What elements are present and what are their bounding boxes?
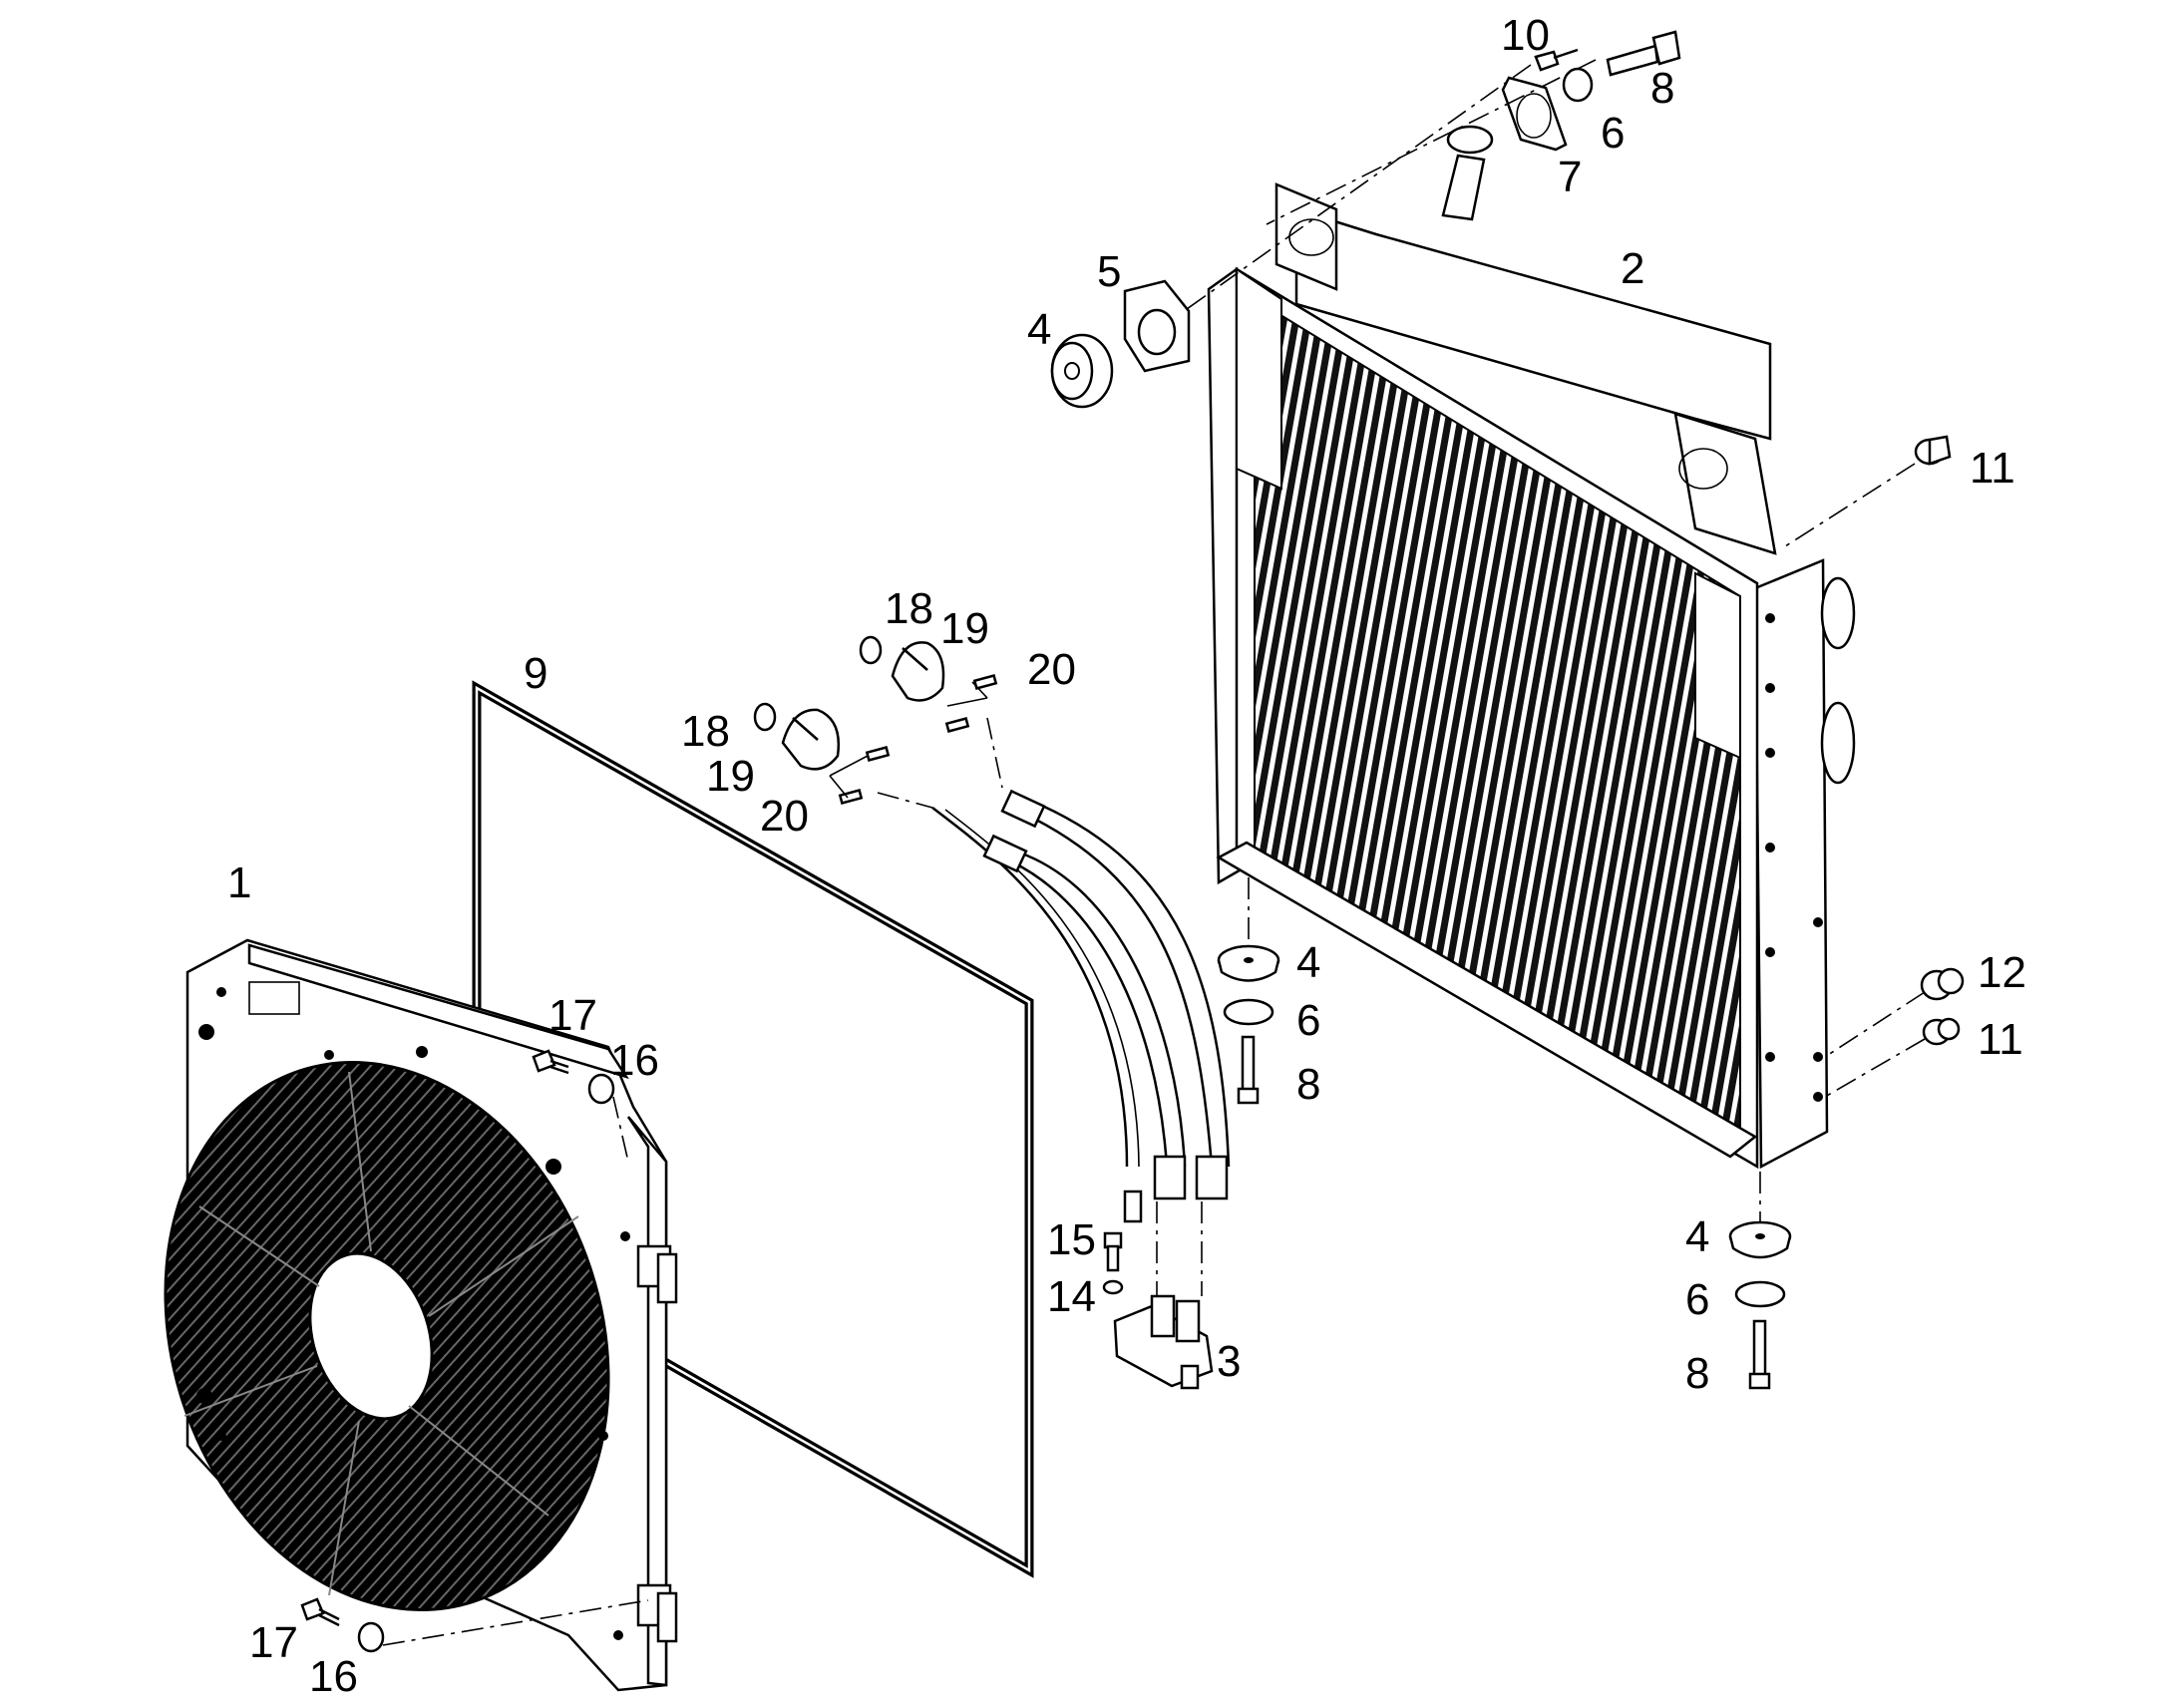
callout-14: 14 bbox=[1047, 1272, 1096, 1321]
washer-part-16-upper bbox=[587, 1073, 615, 1105]
bolt-part-17-upper bbox=[532, 1049, 569, 1075]
rubber-mount-part-4-middle bbox=[1217, 944, 1280, 982]
callout-12: 12 bbox=[1978, 948, 2026, 997]
callout-16-upper: 16 bbox=[610, 1036, 659, 1085]
washer-part-14 bbox=[1102, 1279, 1124, 1295]
plug-part-11-top bbox=[1914, 435, 1952, 466]
callout-1: 1 bbox=[227, 858, 251, 907]
callout-9: 9 bbox=[524, 649, 547, 698]
rubber-mount-part-4-top bbox=[1050, 333, 1114, 409]
mounting-plate-part-5 bbox=[1123, 279, 1191, 373]
callout-4-middle: 4 bbox=[1296, 938, 1320, 987]
callout-4-top: 4 bbox=[1027, 305, 1051, 354]
callout-6-right: 6 bbox=[1685, 1275, 1709, 1324]
callout-17-upper: 17 bbox=[548, 991, 597, 1040]
callout-3: 3 bbox=[1217, 1337, 1241, 1386]
bolt-part-10 bbox=[1534, 48, 1579, 72]
gasket-part-7 bbox=[1501, 76, 1568, 152]
callout-11-lower: 11 bbox=[1978, 1015, 2023, 1064]
callout-18-lower: 18 bbox=[681, 707, 730, 756]
callout-18-upper: 18 bbox=[885, 584, 933, 633]
manifold-block-part-3 bbox=[1113, 1294, 1214, 1390]
callout-16-lower: 16 bbox=[309, 1652, 358, 1701]
plug-part-12 bbox=[1920, 967, 1965, 1001]
washer-part-16-lower bbox=[357, 1621, 385, 1653]
callout-8-top: 8 bbox=[1650, 64, 1674, 113]
fan-shroud-part-1 bbox=[164, 938, 678, 1692]
callout-19-lower: 19 bbox=[706, 752, 755, 801]
radiator-core bbox=[1207, 125, 1856, 1170]
flange-set-upper bbox=[859, 635, 998, 733]
callout-8-right: 8 bbox=[1685, 1349, 1709, 1398]
washer-part-6-right bbox=[1734, 1280, 1786, 1308]
callout-10: 10 bbox=[1501, 11, 1550, 60]
hose-assembly bbox=[931, 789, 1231, 1223]
callout-6-middle: 6 bbox=[1296, 996, 1320, 1045]
bolt-part-17-lower bbox=[300, 1597, 340, 1627]
bolt-part-8-right bbox=[1748, 1319, 1771, 1390]
bolt-part-8-middle bbox=[1237, 1035, 1260, 1105]
callout-6-top: 6 bbox=[1601, 109, 1625, 158]
callout-20-upper: 20 bbox=[1027, 645, 1076, 694]
callout-7: 7 bbox=[1558, 153, 1582, 201]
callout-5: 5 bbox=[1097, 247, 1121, 296]
flange-set-lower bbox=[753, 702, 891, 805]
callout-labels: 1 2 3 4 5 6 7 8 9 10 11 4 6 8 12 11 4 6 … bbox=[227, 11, 2026, 1701]
callout-4-right: 4 bbox=[1685, 1212, 1709, 1261]
callout-19-upper: 19 bbox=[940, 604, 989, 653]
bolt-part-8-top bbox=[1606, 30, 1681, 77]
callout-17-lower: 17 bbox=[249, 1618, 298, 1667]
washer-part-6-middle bbox=[1223, 998, 1274, 1026]
rubber-mount-part-4-right bbox=[1728, 1220, 1792, 1259]
plug-part-11-lower bbox=[1922, 1017, 1961, 1046]
callout-15: 15 bbox=[1047, 1215, 1096, 1264]
callout-20-lower: 20 bbox=[760, 792, 809, 841]
callout-2: 2 bbox=[1621, 244, 1644, 293]
callout-8-middle: 8 bbox=[1296, 1060, 1320, 1109]
callout-11-top: 11 bbox=[1970, 444, 2015, 493]
screw-part-15 bbox=[1103, 1231, 1123, 1272]
